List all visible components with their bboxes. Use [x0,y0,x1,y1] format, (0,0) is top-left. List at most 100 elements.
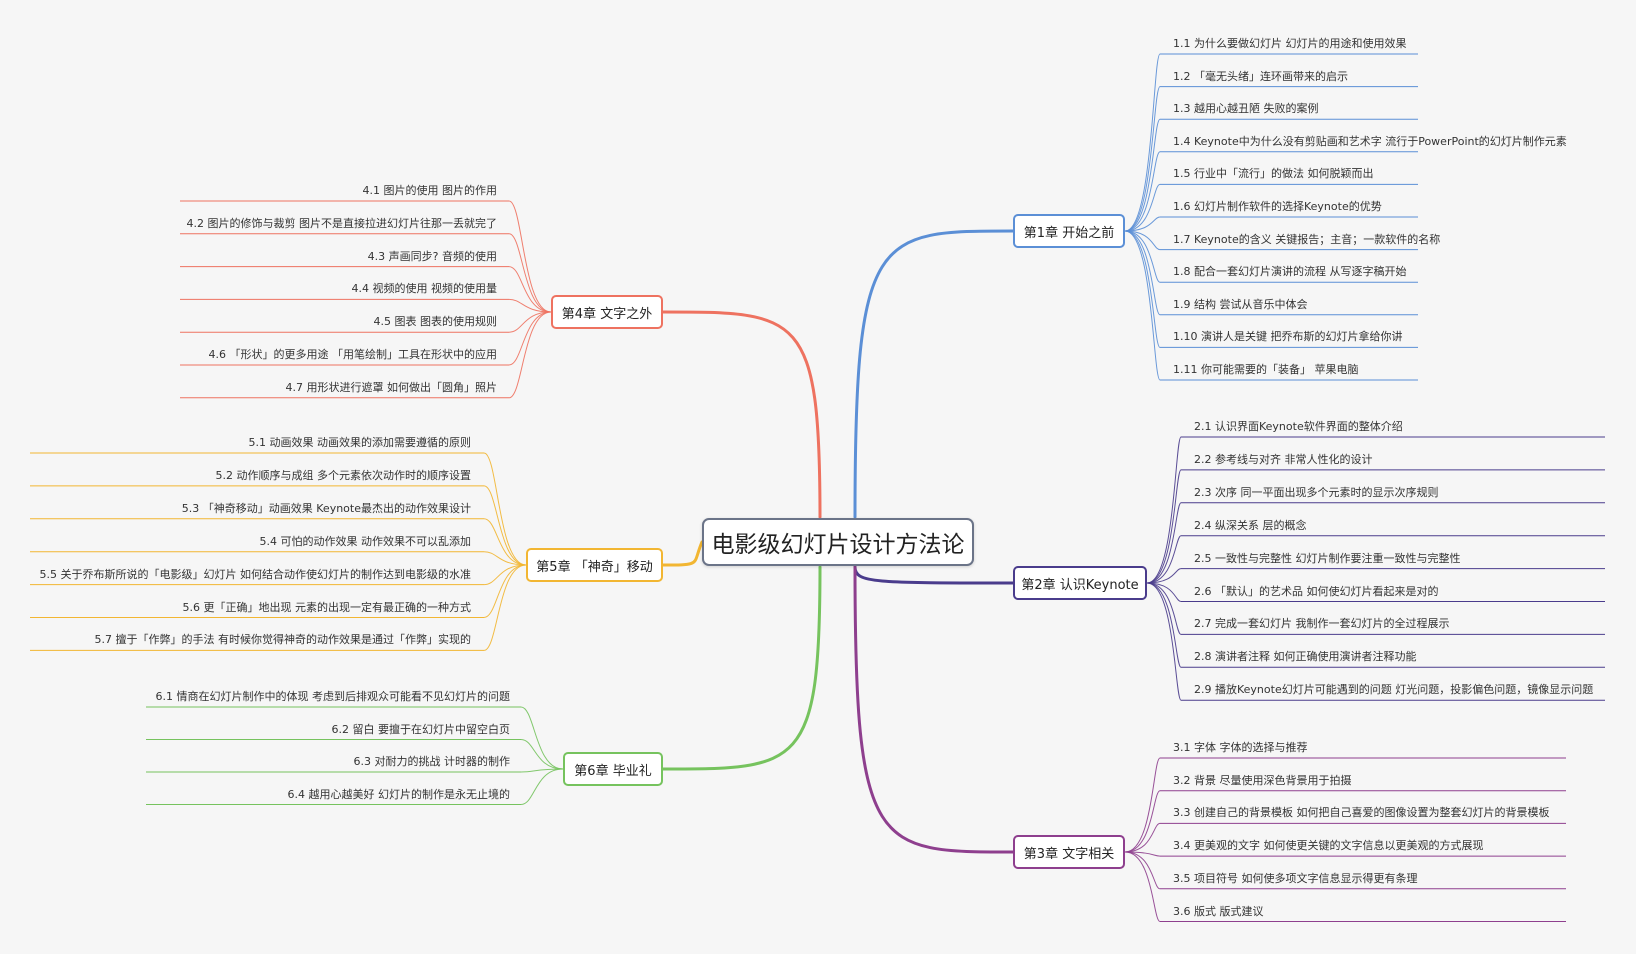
ch2-leaf-connector [1146,582,1182,635]
chapter-node-ch1[interactable]: 第1章 开始之前 [1013,214,1125,248]
ch6-branch-curve [661,565,822,771]
topic-ch3-4[interactable]: 3.4 更美观的文字 如何使更关键的文字信息以更美观的方式展现 [1173,839,1484,853]
ch5-branch-curve [661,540,704,567]
ch2-leaf-connector [1146,582,1182,701]
topic-ch4-2[interactable]: 4.2 图片的修饰与裁剪 图片不是直接拉进幻灯片往那一丢就完了 [186,216,498,230]
chapter-node-ch6[interactable]: 第6章 毕业礼 [563,752,663,786]
ch4-leaf-connector [508,311,552,333]
topic-ch5-6[interactable]: 5.6 更「正确」地出现 元素的出现一定有最正确的一种方式 [182,600,472,614]
topic-ch6-2[interactable]: 6.2 留白 要擅于在幻灯片中留空白页 [331,722,511,736]
topic-ch5-1[interactable]: 5.1 动画效果 动画效果的添加需要遵循的原则 [248,436,472,449]
root-topic[interactable]: 电影级幻灯片设计方法论 [702,518,974,566]
topic-ch3-1[interactable]: 3.1 字体 字体的选择与推荐 [1173,741,1308,754]
topic-ch2-8[interactable]: 2.8 演讲者注释 如何正确使用演讲者注释功能 [1194,650,1417,664]
topic-ch1-6[interactable]: 1.6 幻灯片制作软件的选择Keynote的优势 [1173,200,1382,213]
ch5-leaf-connector [483,518,527,566]
topic-ch5-5[interactable]: 5.5 关于乔布斯所说的「电影级」幻灯片 如何结合动作使幻灯片的制作达到电影级的… [39,567,471,581]
ch4-leaf-connector [508,200,552,313]
ch3-leaf-connector [1124,822,1161,853]
topic-ch6-4[interactable]: 6.4 越用心越美好 幻灯片的制作是永无止境的 [287,787,511,801]
topic-ch1-5[interactable]: 1.5 行业中「流行」的做法 如何脱颖而出 [1173,167,1374,181]
ch4-leaf-connector [508,233,552,313]
ch5-leaf-connector [483,564,527,651]
topic-ch6-3[interactable]: 6.3 对耐力的挑战 计时器的制作 [353,755,511,768]
topic-ch3-5[interactable]: 3.5 项目符号 如何使多项文字信息显示得更有条理 [1173,871,1418,885]
topic-ch2-6[interactable]: 2.6 「默认」的艺术品 如何使幻灯片看起来是对的 [1194,584,1439,598]
ch2-leaf-connector [1146,502,1182,584]
topic-ch1-1[interactable]: 1.1 为什么要做幻灯片 幻灯片的用途和使用效果 [1173,37,1407,50]
ch3-branch-curve [853,565,1015,854]
ch3-leaf-connector [1124,851,1161,890]
topic-ch1-9[interactable]: 1.9 结构 尝试从音乐中体会 [1173,297,1308,311]
topic-ch1-2[interactable]: 1.2 「毫无头绪」连环画带来的启示 [1173,69,1348,83]
topic-ch3-6[interactable]: 3.6 版式 版式建议 [1173,904,1264,918]
topic-ch4-7[interactable]: 4.7 用形状进行遮罩 如何做出「圆角」照片 [285,380,498,394]
ch3-leaf-connector [1124,851,1161,857]
topic-ch5-2[interactable]: 5.2 动作顺序与成组 多个元素依次动作时的顺序设置 [215,468,472,482]
ch2-leaf-connector [1146,535,1182,584]
topic-ch3-2[interactable]: 3.2 背景 尽量使用深色背景用于拍摄 [1173,773,1352,787]
topic-ch1-4[interactable]: 1.4 Keynote中为什么没有剪贴画和艺术字 流行于PowerPoint的幻… [1173,134,1567,148]
ch5-leaf-connector [483,452,527,566]
ch6-leaf-connector [520,768,564,805]
chapter-node-ch5[interactable]: 第5章 「神奇」移动 [526,548,663,582]
topic-ch1-11[interactable]: 1.11 你可能需要的「装备」 苹果电脑 [1173,363,1359,376]
topic-ch4-6[interactable]: 4.6 「形状」的更多用途 「用笔绘制」工具在形状中的应用 [208,348,498,361]
ch2-leaf-connector [1146,568,1182,584]
topic-ch6-1[interactable]: 6.1 情商在幻灯片制作中的体现 考虑到后排观众可能看不见幻灯片的问题 [155,690,511,703]
ch6-leaf-connector [520,768,564,773]
ch1-leaf-connector [1124,118,1161,232]
topic-ch5-3[interactable]: 5.3 「神奇移动」动画效果 Keynote最杰出的动作效果设计 [181,501,471,515]
topic-ch2-9[interactable]: 2.9 播放Keynote幻灯片可能遇到的问题 灯光问题，投影偏色问题，镜像显示… [1194,683,1594,697]
topic-ch2-1[interactable]: 2.1 认识界面Keynote软件界面的整体介绍 [1194,420,1403,433]
ch1-leaf-connector [1124,230,1161,348]
ch1-leaf-connector [1124,230,1161,316]
ch1-leaf-connector [1124,230,1161,283]
topic-ch4-5[interactable]: 4.5 图表 图表的使用规则 [373,315,498,329]
topic-ch2-4[interactable]: 2.4 纵深关系 层的概念 [1194,518,1307,532]
topic-ch5-4[interactable]: 5.4 可怕的动作效果 动作效果不可以乱添加 [259,534,472,548]
ch3-leaf-connector [1124,851,1161,922]
topic-ch4-3[interactable]: 4.3 声画同步? 音频的使用 [367,249,497,263]
topic-ch3-3[interactable]: 3.3 创建自己的背景模板 如何把自己喜爱的图像设置为整套幻灯片的背景模板 [1173,806,1550,820]
ch6-leaf-connector [520,706,564,770]
ch4-leaf-connector [508,311,552,366]
ch6-leaf-connector [520,739,564,770]
ch5-leaf-connector [483,564,527,618]
topic-ch5-7[interactable]: 5.7 擅于「作弊」的手法 有时候你觉得神奇的动作效果是通过「作弊」实现的 [94,633,471,647]
ch4-leaf-connector [508,266,552,313]
topic-ch2-2[interactable]: 2.2 参考线与对齐 非常人性化的设计 [1194,452,1373,466]
topic-ch1-7[interactable]: 1.7 Keynote的含义 关键报告；主音；一款软件的名称 [1173,232,1441,246]
chapter-node-ch2[interactable]: 第2章 认识Keynote [1013,566,1147,600]
ch4-branch-curve [661,310,822,519]
ch4-leaf-connector [508,311,552,399]
topic-ch2-3[interactable]: 2.3 次序 同一平面出现多个元素时的显示次序规则 [1194,485,1439,499]
chapter-node-ch3[interactable]: 第3章 文字相关 [1013,835,1125,869]
ch5-leaf-connector [483,485,527,566]
topic-ch1-8[interactable]: 1.8 配合一套幻灯片演讲的流程 从写逐字稿开始 [1173,265,1407,279]
ch2-leaf-connector [1146,469,1182,584]
ch1-leaf-connector [1124,183,1161,232]
ch3-leaf-connector [1124,757,1161,853]
topic-ch1-3[interactable]: 1.3 越用心越丑陋 失败的案例 [1173,102,1319,116]
topic-ch4-4[interactable]: 4.4 视频的使用 视频的使用量 [351,282,498,296]
topic-ch4-1[interactable]: 4.1 图片的使用 图片的作用 [362,184,498,197]
ch1-leaf-connector [1124,53,1161,232]
ch1-leaf-connector [1124,151,1161,232]
ch4-leaf-connector [508,298,552,313]
ch5-leaf-connector [483,551,527,566]
ch3-leaf-connector [1124,790,1161,853]
ch1-leaf-connector [1124,86,1161,232]
ch1-leaf-connector [1124,230,1161,381]
topic-ch1-10[interactable]: 1.10 演讲人是关键 把乔布斯的幻灯片拿给你讲 [1173,330,1403,344]
ch2-leaf-connector [1146,436,1182,584]
topic-ch2-7[interactable]: 2.7 完成一套幻灯片 我制作一套幻灯片的全过程展示 [1194,617,1450,631]
ch1-branch-curve [853,229,1015,519]
ch5-leaf-connector [483,564,527,586]
ch2-leaf-connector [1146,582,1182,668]
ch2-branch-curve [853,565,1015,585]
chapter-node-ch4[interactable]: 第4章 文字之外 [551,295,663,329]
topic-ch2-5[interactable]: 2.5 一致性与完整性 幻灯片制作要注重一致性与完整性 [1194,551,1461,565]
ch1-leaf-connector [1124,216,1161,232]
